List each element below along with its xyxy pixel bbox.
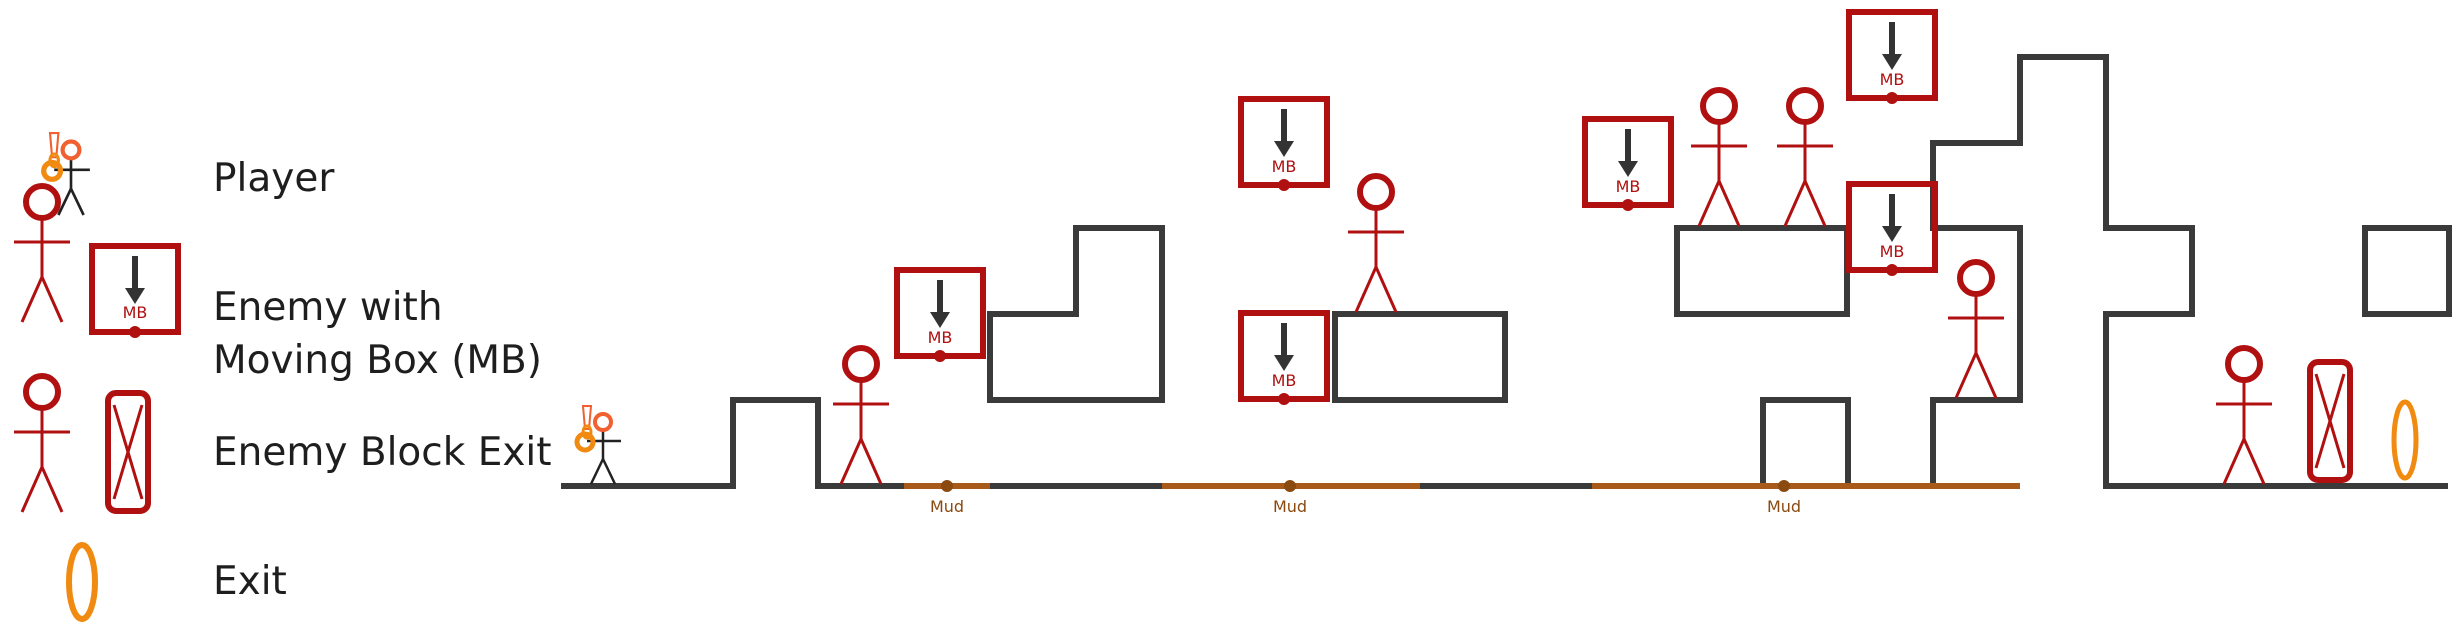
legend-exit-icon xyxy=(66,542,98,622)
exit-portal xyxy=(2391,399,2419,481)
right-square xyxy=(2362,225,2452,317)
ground-left xyxy=(561,397,1160,489)
mb-label: MB xyxy=(1272,371,1297,390)
enemy xyxy=(1348,176,1404,312)
mud-label-3: Mud xyxy=(1767,497,1801,516)
moving-box xyxy=(1241,99,1327,191)
enemy xyxy=(1777,90,1833,226)
enemy xyxy=(1691,90,1747,226)
enemy-block-exit xyxy=(2310,362,2350,480)
moving-box xyxy=(1849,12,1935,104)
player xyxy=(577,406,621,484)
legend-moving-box-icon xyxy=(92,246,178,338)
mb-label: MB xyxy=(1616,177,1641,196)
legend-player-label: Player xyxy=(213,156,335,201)
legend-enemy-moving-box-line1: Enemy with xyxy=(213,285,443,330)
legend: Player MB Enemy with Moving Box (MB) Ene… xyxy=(14,133,552,622)
legend-enemy-moving-box-line2: Moving Box (MB) xyxy=(213,338,542,383)
mud-label-1: Mud xyxy=(930,497,964,516)
enemy xyxy=(1948,262,2004,398)
l-shaped-platform xyxy=(987,225,1165,403)
tower-structure xyxy=(1930,54,2448,489)
small-pillar xyxy=(1760,397,1851,486)
moving-box xyxy=(1585,119,1671,211)
legend-mb-label: MB xyxy=(123,303,148,322)
mb-label: MB xyxy=(1272,157,1297,176)
legend-enemy-block-exit-label: Enemy Block Exit xyxy=(213,430,552,475)
legend-block-exit-icon xyxy=(108,393,148,511)
moving-box xyxy=(897,270,983,362)
legend-exit-label: Exit xyxy=(213,559,287,604)
moving-box xyxy=(1241,313,1327,405)
mud-label-2: Mud xyxy=(1273,497,1307,516)
entities: MB MB MB MB MB MB xyxy=(577,12,2419,484)
mb-label: MB xyxy=(1880,242,1905,261)
mb-label: MB xyxy=(928,328,953,347)
floating-platform xyxy=(1332,311,1508,403)
legend-enemy-icon-2 xyxy=(14,376,70,512)
mb-label: MB xyxy=(1880,70,1905,89)
enemy xyxy=(833,348,889,484)
enemy xyxy=(2216,348,2272,484)
terrain xyxy=(561,54,2452,489)
mud-zones: Mud Mud Mud xyxy=(904,480,2020,516)
upper-platform xyxy=(1674,225,1850,317)
legend-player-icon xyxy=(44,133,90,215)
moving-box xyxy=(1849,184,1935,276)
